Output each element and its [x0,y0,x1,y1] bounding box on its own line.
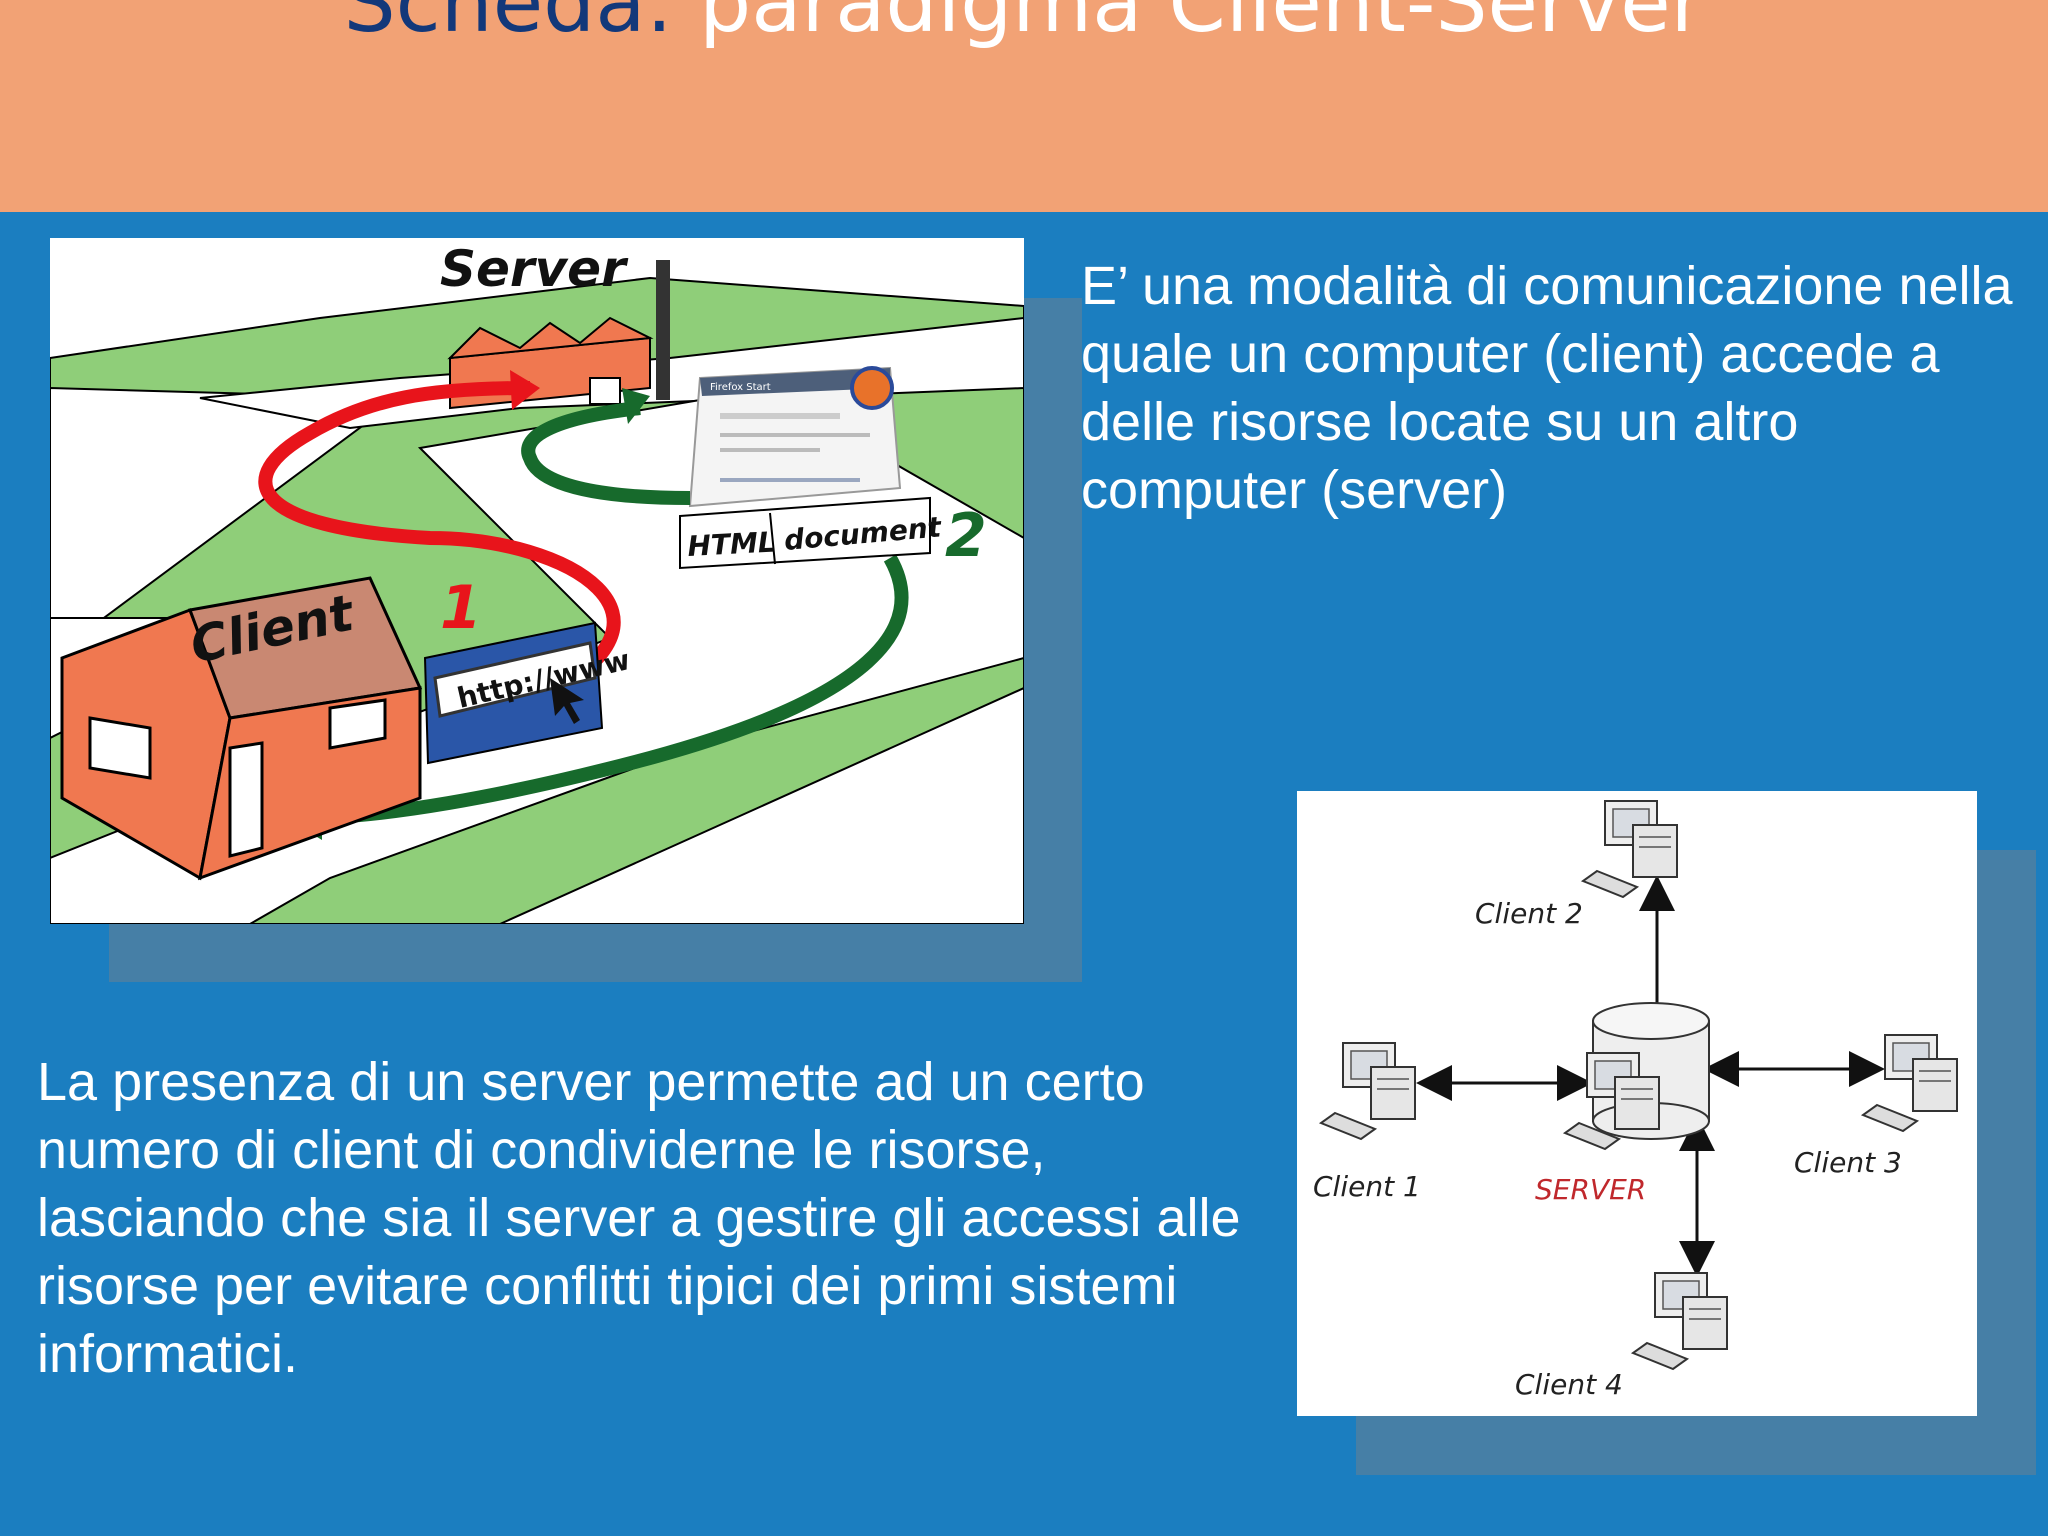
network-diagram: Client 2 Client 1 Client 3 Client 4 SERV… [1297,791,1977,1416]
client-1-label: Client 1 [1313,1170,1421,1203]
client-server-illustration: Server Firefox Start HTML document 2 [50,238,1024,924]
client-2-label: Client 2 [1475,897,1583,930]
client-2-computer-icon [1582,800,1678,898]
intro-paragraph: E’ una modalità di comunicazione nella q… [1081,256,2013,520]
browser-window-image: Firefox Start [688,366,902,508]
title-prefix: Scheda: [343,0,674,51]
client-4-computer-icon [1632,1272,1728,1370]
browser-title: Firefox Start [710,382,771,393]
step-1-label: 1 [440,573,482,643]
slide-header: Scheda: paradigma Client-Server [0,0,2048,212]
body-paragraph: La presenza di un server permette ad un … [37,1052,1241,1384]
server-label: Server [440,240,629,298]
slide-title: Scheda: paradigma Client-Server [0,0,2048,51]
client-house-image: Client [60,576,423,881]
html-document-tag: HTML document [679,496,944,570]
client-4-label: Client 4 [1515,1368,1623,1401]
client-3-label: Client 3 [1794,1146,1902,1179]
title-main: paradigma Client-Server [673,0,1705,51]
step-2-label: 2 [945,501,987,571]
html-label: HTML [687,525,777,563]
client-1-computer-icon [1320,1042,1416,1140]
server-database-icon [1564,1002,1710,1150]
server-node-label: SERVER [1535,1173,1646,1206]
client-3-computer-icon [1862,1034,1958,1132]
